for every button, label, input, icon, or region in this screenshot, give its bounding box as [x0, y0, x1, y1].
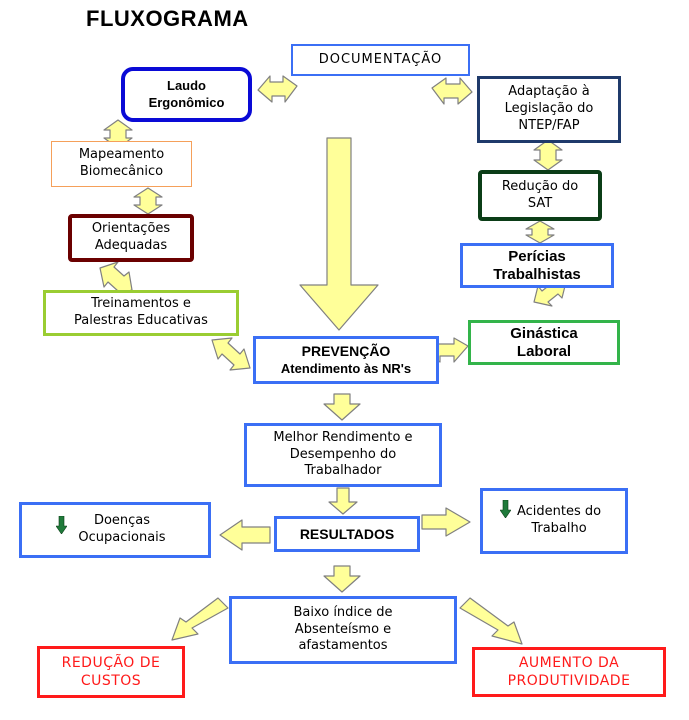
- down-arrow-icon: [56, 516, 67, 534]
- box-treinamentos-palestras: Treinamentos e Palestras Educativas: [43, 290, 239, 336]
- box-pericias-trabalhistas: Perícias Trabalhistas: [460, 243, 614, 288]
- box-aumento-produtividade: AUMENTO DA PRODUTIVIDADE: [472, 647, 666, 697]
- down-arrow-icon: [500, 500, 511, 518]
- box-melhor-rendimento-label: Melhor Rendimento e Desempenho do Trabal…: [273, 429, 413, 479]
- box-orientacoes-label: Orientações Adequadas: [91, 221, 171, 253]
- box-mapeamento-biomecanico: Mapeamento Biomecânico: [51, 141, 192, 187]
- box-acidentes-trabalho: Acidentes do Trabalho: [480, 488, 628, 554]
- down-arrow-resultados-baixo: [323, 565, 361, 593]
- double-arrow-mapeamento-orientacoes: [133, 187, 163, 215]
- arrow-to-reducao-custos: [171, 597, 229, 641]
- box-treinamentos-label: Treinamentos e Palestras Educativas: [74, 296, 208, 328]
- box-acidentes-label: Acidentes do Trabalho: [516, 504, 602, 536]
- box-reducao-custos-label: REDUÇÃO DE CUSTOS: [61, 654, 161, 689]
- box-baixo-indice: Baixo índice de Absenteísmo e afastament…: [229, 596, 457, 664]
- box-documentacao-label: DOCUMENTAÇÃO: [318, 51, 443, 67]
- box-laudo-label: Laudo Ergonômico: [148, 77, 225, 110]
- double-arrow-adaptacao-sat: [533, 139, 563, 171]
- box-adaptacao-legislacao: Adaptação à Legislação do NTEP/FAP: [477, 76, 621, 143]
- box-documentacao: DOCUMENTAÇÃO: [291, 44, 470, 76]
- box-resultados: RESULTADOS: [274, 516, 420, 552]
- down-arrow-prevencao-rendimento: [323, 393, 361, 421]
- big-down-arrow: [299, 137, 379, 331]
- arrow-to-aumento-produtividade: [459, 597, 523, 645]
- double-arrow-treinamentos-prevencao: [211, 337, 251, 371]
- box-doencas-ocupacionais: Doenças Ocupacionais: [19, 502, 211, 558]
- box-ginastica-laboral: Ginástica Laboral: [468, 320, 620, 365]
- left-arrow-resultados-doencas: [219, 519, 271, 551]
- right-arrow-resultados-acidentes: [421, 507, 471, 537]
- prevencao-title: PREVENÇÃO: [301, 343, 391, 360]
- box-resultados-label: RESULTADOS: [299, 525, 395, 542]
- down-arrow-rendimento-resultados: [328, 487, 358, 515]
- box-pericias-label: Perícias Trabalhistas: [493, 247, 581, 283]
- prevencao-subtitle: Atendimento às NR's: [280, 360, 412, 376]
- box-laudo-ergonomico: Laudo Ergonômico: [121, 67, 252, 122]
- box-reducao-custos: REDUÇÃO DE CUSTOS: [37, 646, 185, 698]
- box-reducao-sat: Redução do SAT: [478, 170, 602, 221]
- box-melhor-rendimento: Melhor Rendimento e Desempenho do Trabal…: [244, 423, 442, 487]
- double-arrow-sat-pericias: [525, 220, 555, 244]
- box-mapeamento-label: Mapeamento Biomecânico: [78, 147, 165, 179]
- box-reducao-sat-label: Redução do SAT: [501, 178, 579, 211]
- box-ginastica-label: Ginástica Laboral: [510, 324, 578, 360]
- double-arrow-doc-laudo: [257, 75, 298, 103]
- box-prevencao: PREVENÇÃO Atendimento às NR's: [253, 336, 439, 384]
- box-aumento-produtividade-label: AUMENTO DA PRODUTIVIDADE: [507, 654, 631, 689]
- box-orientacoes-adequadas: Orientações Adequadas: [68, 214, 194, 262]
- double-arrow-doc-adaptacao: [431, 77, 473, 105]
- box-doencas-label: Doenças Ocupacionais: [78, 513, 166, 545]
- box-baixo-indice-label: Baixo índice de Absenteísmo e afastament…: [293, 604, 393, 654]
- diagram-title: FLUXOGRAMA: [86, 6, 249, 31]
- box-adaptacao-label: Adaptação à Legislação do NTEP/FAP: [504, 84, 594, 133]
